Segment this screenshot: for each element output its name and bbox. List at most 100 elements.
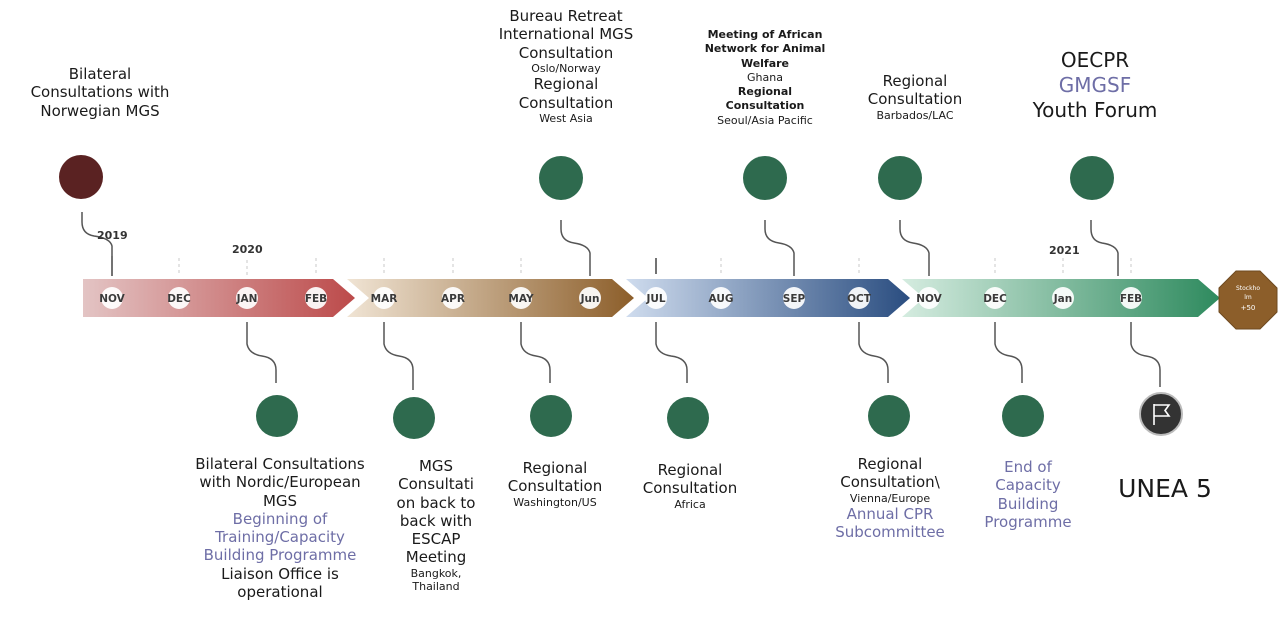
- month-badge-9: [710, 287, 732, 309]
- event-jan-line1: Bilateral Consultations: [195, 455, 365, 473]
- event-feb-unea-label: UNEA 5: [1118, 474, 1212, 503]
- month-label-dec-1: DEC: [167, 293, 191, 305]
- event-nov19-line2: Consultations with: [30, 83, 170, 102]
- event-dec-line3: Building: [997, 494, 1059, 513]
- month-badge-2: [236, 287, 258, 309]
- month-badge-7: [579, 287, 601, 309]
- event-jun-line3: Consultation: [518, 43, 614, 62]
- month-label-oct-11: OCT: [847, 293, 872, 305]
- month-label-jun-7: Jun: [580, 293, 600, 305]
- event-jan-line7: Liaison Office is: [221, 564, 339, 583]
- bar-segment-mar-jun: [347, 279, 634, 317]
- event-nov19-line3: Norwegian MGS: [40, 101, 160, 120]
- year-label-2021: 2021: [1049, 244, 1080, 257]
- month-label-dec-13: DEC: [983, 293, 1007, 305]
- month-label-feb-3: FEB: [305, 293, 327, 305]
- event-dot-feb21: [1070, 156, 1114, 200]
- event-sep-line1: Meeting of African: [707, 28, 823, 41]
- month-badge-15: [1120, 287, 1142, 309]
- month-label-jan-2: JAN: [236, 293, 258, 305]
- month-badge-3: [305, 287, 327, 309]
- connector-jul: [655, 322, 688, 383]
- month-badge-10: [783, 287, 805, 309]
- event-jan-line8: operational: [237, 583, 323, 602]
- month-badge-8: [645, 287, 667, 309]
- octagon-label-2: lm: [1244, 294, 1252, 301]
- event-jun-line4: Oslo/Norway: [531, 61, 601, 75]
- year-ticks: [111, 256, 657, 276]
- event-may-line1: Regional: [522, 459, 588, 477]
- event-dot-dec: [1002, 395, 1044, 437]
- event-may-line2: Consultation: [507, 477, 603, 496]
- event-sep-label: Meeting of African Network for Animal We…: [680, 28, 850, 128]
- month-label-aug-9: AUG: [709, 293, 734, 305]
- month-label-mar-4: MAR: [371, 293, 398, 305]
- month-badge-5: [442, 287, 464, 309]
- event-sep-line7: Seoul/Asia Pacific: [717, 113, 813, 127]
- event-dec-line4: Programme: [984, 512, 1072, 531]
- event-jun-line5: Regional: [533, 75, 599, 94]
- month-label-jul-8: JUL: [645, 293, 665, 305]
- month-badge-14: [1052, 287, 1074, 309]
- month-label-nov-0: NOV: [99, 293, 125, 305]
- event-may-label: Regional Consultation Washington/US: [490, 459, 620, 509]
- month-badge-4: [373, 287, 395, 309]
- event-oct-line5: Subcommittee: [835, 523, 945, 542]
- octagon-label-3: +50: [1241, 304, 1256, 312]
- month-badge-11: [848, 287, 870, 309]
- event-sep-line6: Consultation: [725, 99, 805, 113]
- bar-segment-jul-oct: [626, 279, 910, 317]
- event-dot-mar: [393, 397, 435, 439]
- connector-jun: [560, 220, 591, 276]
- event-sep-line3: Welfare: [740, 56, 790, 70]
- event-nov19-label: Bilateral Consultations with Norwegian M…: [0, 65, 200, 120]
- event-feb21-line1: OECPR: [1060, 48, 1130, 72]
- stockholm-plus50-octagon: [1218, 270, 1278, 330]
- event-dot-sep: [743, 156, 787, 200]
- connector-sep: [764, 220, 795, 276]
- event-jan-line2: with Nordic/European: [199, 473, 361, 492]
- event-dec-line2: Capacity: [995, 476, 1061, 495]
- month-label-jan-14: Jan: [1053, 293, 1072, 305]
- event-jan-line6: Building Programme: [203, 546, 357, 565]
- event-mar-line4: back with: [399, 511, 473, 530]
- event-dot-nov20: [878, 156, 922, 200]
- connector-dec: [994, 322, 1023, 383]
- event-mar-label: MGS Consultati on back to back with ESCA…: [386, 457, 486, 594]
- month-badges: [101, 287, 1142, 309]
- event-jun-line6: Consultation: [518, 93, 614, 112]
- event-sep-line2: Network for Animal: [704, 42, 826, 56]
- event-oct-line1: Regional: [857, 455, 923, 473]
- octagon-label-1: Stockho: [1236, 285, 1260, 292]
- month-label-feb-15: FEB: [1120, 293, 1142, 305]
- month-label-may-6: MAY: [508, 293, 534, 305]
- event-dot-jul: [667, 397, 709, 439]
- event-jul-line1: Regional: [657, 461, 723, 479]
- connector-mar: [383, 322, 414, 390]
- month-gridlines: [178, 258, 1132, 276]
- event-jul-label: Regional Consultation Africa: [625, 461, 755, 511]
- connector-nov20: [899, 220, 930, 276]
- event-mar-line5: ESCAP: [411, 530, 461, 549]
- connectors: [81, 212, 1161, 390]
- event-mar-line3: on back to: [396, 493, 476, 512]
- month-badge-0: [101, 287, 123, 309]
- event-mar-line6: Meeting: [405, 548, 467, 567]
- event-mar-line2: Consultati: [398, 475, 474, 494]
- event-dec-line1: End of: [1004, 458, 1052, 476]
- event-nov20-line2: Consultation: [867, 90, 963, 109]
- month-badge-12: [918, 287, 940, 309]
- year-label-2019: 2019: [97, 229, 128, 242]
- event-sep-line5: Regional: [737, 85, 793, 99]
- event-jun-line7: West Asia: [539, 111, 593, 125]
- month-label-sep-10: SEP: [783, 293, 806, 305]
- event-dot-may: [530, 395, 572, 437]
- event-nov19-line1: Bilateral: [68, 65, 132, 83]
- event-dot-nov19: [59, 155, 103, 199]
- event-dot-jan: [256, 395, 298, 437]
- connector-feb21: [1090, 220, 1119, 276]
- event-jun-line1: Bureau Retreat: [509, 7, 623, 25]
- month-badge-6: [510, 287, 532, 309]
- month-label-apr-5: APR: [441, 293, 465, 305]
